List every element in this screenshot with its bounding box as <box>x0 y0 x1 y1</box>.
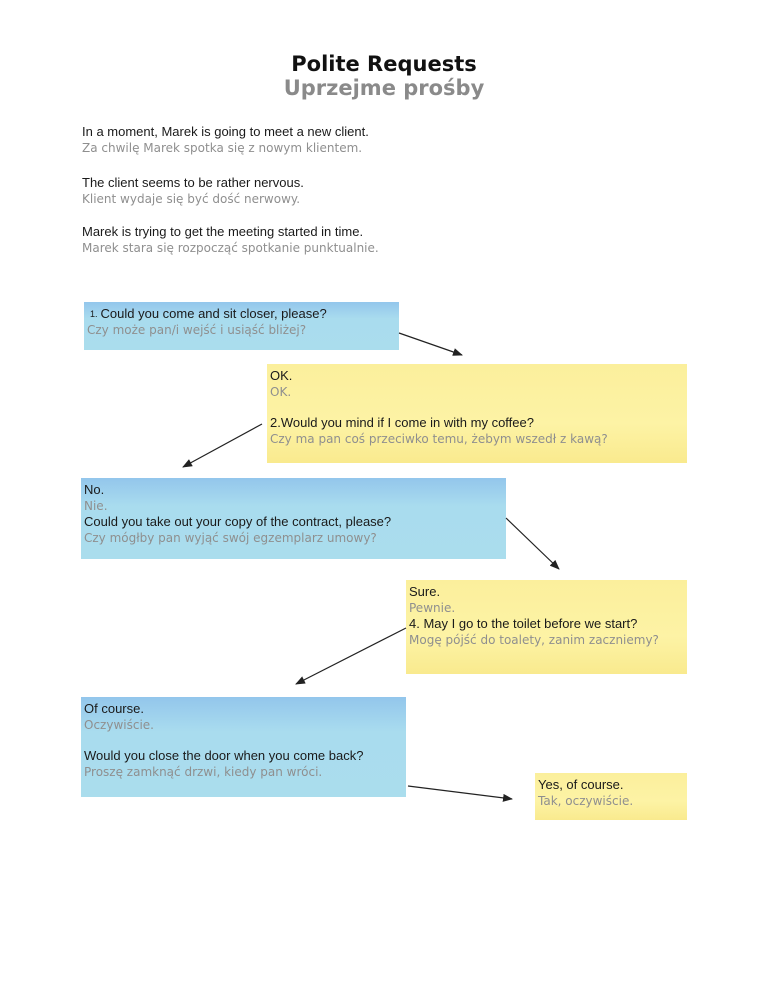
intro-paragraph-2: The client seems to be rather nervous. K… <box>82 174 304 208</box>
polish-line: OK. <box>270 385 292 399</box>
intro-english: Marek is trying to get the meeting start… <box>82 224 364 239</box>
english-line: OK. <box>270 368 293 383</box>
english-line: Of course. <box>84 701 144 716</box>
intro-english: The client seems to be rather nervous. <box>82 175 304 190</box>
dialogue-box-1: 1.Could you come and sit closer, please?… <box>84 302 399 350</box>
english-line: Sure. <box>409 584 441 599</box>
polish-line: Nie. <box>84 499 108 513</box>
polish-line: Tak, oczywiście. <box>538 794 634 808</box>
polish-line: Mogę pójść do toalety, zanim zaczniemy? <box>409 633 659 647</box>
english-line: Would you close the door when you come b… <box>84 748 364 763</box>
english-line: Yes, of course. <box>538 777 624 792</box>
intro-paragraph-1: In a moment, Marek is going to meet a ne… <box>82 123 369 157</box>
polish-line: Pewnie. <box>409 601 456 615</box>
polish-line: Czy mógłby pan wyjąć swój egzemplarz umo… <box>84 531 377 545</box>
dialogue-box-4: Sure. Pewnie. 4. May I go to the toilet … <box>406 580 687 674</box>
dialogue-box-5: Of course. Oczywiście. Would you close t… <box>81 697 406 797</box>
intro-polish: Za chwilę Marek spotka się z nowym klien… <box>82 141 363 155</box>
arrow-3 <box>505 517 560 570</box>
intro-polish: Marek stara się rozpocząć spotkanie punk… <box>82 241 379 255</box>
page-subtitle: Uprzejme prośby <box>283 76 485 100</box>
english-line: Could you take out your copy of the cont… <box>84 514 392 529</box>
english-line: Could you come and sit closer, please? <box>100 306 327 321</box>
step-number: 1. <box>90 309 98 319</box>
dialogue-box-6: Yes, of course. Tak, oczywiście. <box>535 773 687 820</box>
intro-polish: Klient wydaje się być dość nerwowy. <box>82 192 301 206</box>
english-line: 2.Would you mind if I come in with my co… <box>270 415 534 430</box>
arrow-5 <box>407 785 513 802</box>
page-title: Polite Requests <box>291 52 477 76</box>
arrow-1 <box>398 332 463 356</box>
dialogue-box-2: OK. OK. 2.Would you mind if I come in wi… <box>267 364 687 463</box>
polish-line: Proszę zamknąć drzwi, kiedy pan wróci. <box>84 765 323 779</box>
arrow-4 <box>295 627 407 685</box>
polish-line: Czy może pan/i wejść i usiąść bliżej? <box>87 323 307 337</box>
english-line: 4. May I go to the toilet before we star… <box>409 616 638 631</box>
polish-line: Czy ma pan coś przeciwko temu, żebym wsz… <box>270 432 608 446</box>
dialogue-box-3: No. Nie. Could you take out your copy of… <box>81 478 506 559</box>
english-line: No. <box>84 482 105 497</box>
intro-english: In a moment, Marek is going to meet a ne… <box>82 124 369 139</box>
intro-paragraph-3: Marek is trying to get the meeting start… <box>82 223 379 257</box>
polish-line: Oczywiście. <box>84 718 154 732</box>
arrow-2 <box>182 423 263 468</box>
